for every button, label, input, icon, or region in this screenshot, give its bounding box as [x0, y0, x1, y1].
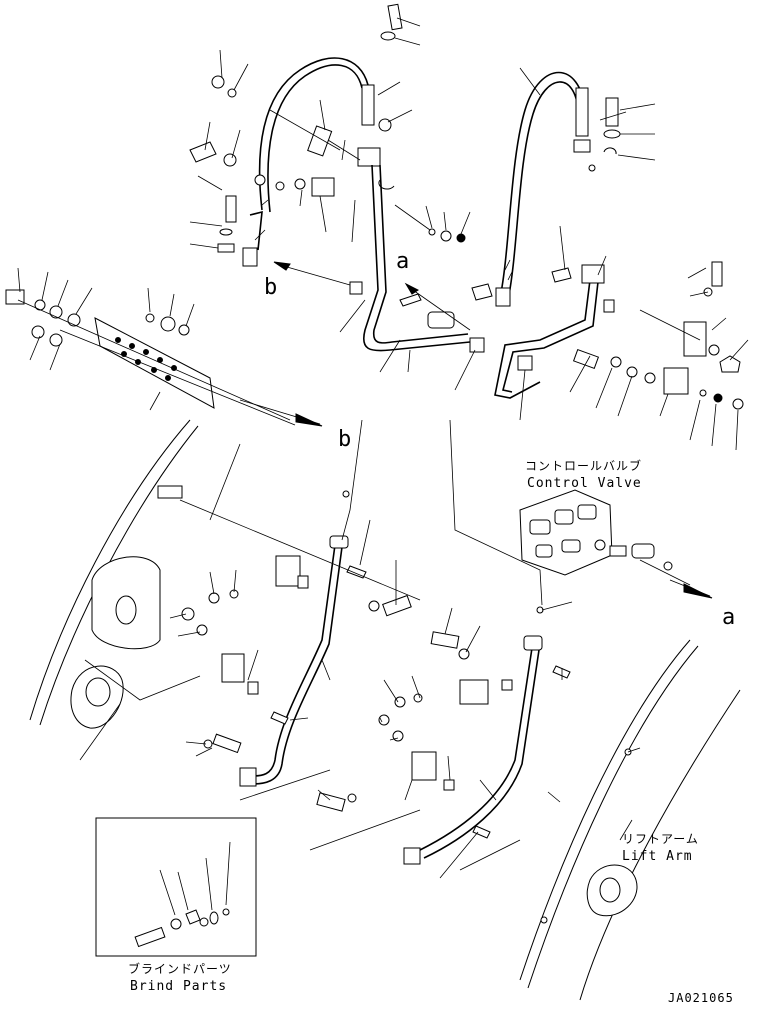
- upper-left-hose: [242, 57, 375, 267]
- lift-arm-label-en: Lift Arm: [622, 849, 693, 864]
- mid-left-pipe: [239, 419, 367, 787]
- mid-right-brackets: [239, 631, 521, 871]
- ref-arrows: [239, 261, 713, 599]
- ref-b-left: b: [264, 275, 277, 300]
- control-valve: [519, 489, 691, 586]
- leader-lines: [17, 49, 749, 879]
- control-valve-label-jp: コントロールバルブ: [525, 458, 642, 473]
- right-bracket-group: [572, 261, 744, 410]
- lift-arm: [519, 639, 741, 1001]
- mid-left-brackets: [157, 485, 421, 754]
- upper-left-pipe: [349, 164, 485, 353]
- drawing-code: JA021065: [668, 991, 734, 1005]
- ref-a-top: a: [396, 249, 409, 274]
- upper-left-brackets: [189, 75, 395, 253]
- upper-right-bolts: [588, 97, 656, 172]
- control-valve-label-en: Control Valve: [527, 476, 642, 491]
- ref-b-mid: b: [338, 427, 351, 452]
- top-bolt: [380, 3, 421, 46]
- lift-arm-label-jp: リフトアーム: [622, 832, 699, 846]
- chassis-left: [29, 419, 201, 729]
- left-manifold: [5, 289, 296, 426]
- upper-right-pipe: [494, 264, 615, 399]
- upper-right-hose: [471, 71, 591, 307]
- blind-parts-label-en: Brind Parts: [130, 979, 227, 994]
- ref-a-right: a: [722, 605, 735, 630]
- blind-parts-label-jp: ブラインドパーツ: [128, 961, 232, 976]
- mid-right-pipe: [403, 419, 571, 865]
- blind-parts-box: [95, 817, 257, 957]
